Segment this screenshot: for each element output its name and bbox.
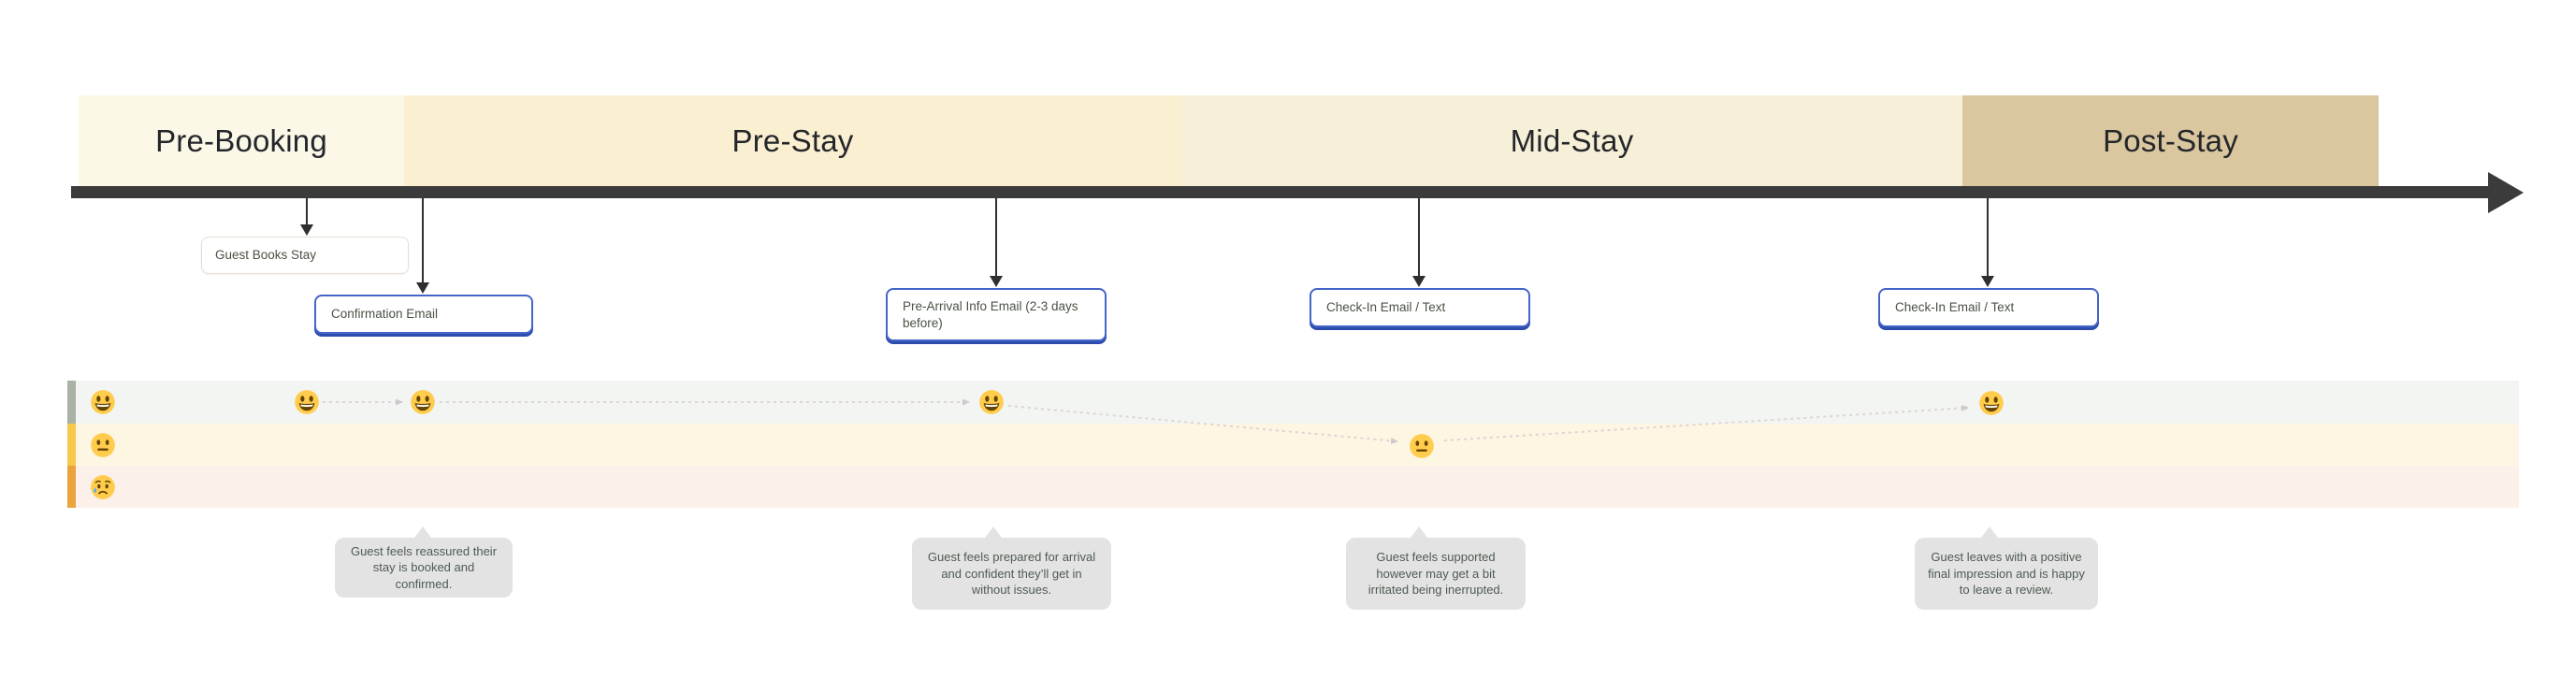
- note-text: Guest leaves with a positive final impre…: [1928, 550, 2085, 598]
- arrow-to-checkin-mid: [1418, 198, 1420, 278]
- emotion-row-neutral: [76, 424, 2519, 466]
- note-mid-stay-sentiment[interactable]: Guest feels supported however may get a …: [1346, 538, 1526, 610]
- arrow-down-icon: [416, 282, 429, 294]
- arrow-down-icon: [990, 276, 1003, 287]
- arrow-down-icon: [1981, 276, 1994, 287]
- touchpoint-label: Guest Books Stay: [215, 248, 317, 263]
- note-text: Guest feels supported however may get a …: [1368, 550, 1504, 598]
- stage-band-pre-booking[interactable]: Pre-Booking: [79, 95, 404, 186]
- note-text: Guest feels reassured their stay is book…: [350, 543, 498, 591]
- note-post-stay-sentiment[interactable]: Guest leaves with a positive final impre…: [1915, 538, 2098, 610]
- note-text: Guest feels prepared for arrival and con…: [927, 550, 1096, 598]
- grinning-face-icon[interactable]: [410, 389, 436, 415]
- arrow-to-confirmation-email: [422, 198, 424, 284]
- touchpoint-checkin-email-mid[interactable]: Check-In Email / Text: [1310, 288, 1530, 327]
- note-pre-booking-sentiment[interactable]: Guest feels reassured their stay is book…: [335, 538, 513, 598]
- touchpoint-confirmation-email[interactable]: Confirmation Email: [314, 295, 533, 334]
- note-tail-icon: [414, 526, 431, 538]
- emotion-row-negative-strip: [67, 466, 76, 508]
- arrow-down-icon: [1412, 276, 1425, 287]
- stage-label: Pre-Booking: [155, 123, 327, 158]
- stage-band-pre-stay[interactable]: Pre-Stay: [404, 95, 1181, 186]
- arrow-to-pre-arrival-email: [995, 198, 997, 278]
- arrow-to-checkin-post: [1987, 198, 1989, 278]
- touchpoint-label: Check-In Email / Text: [1326, 300, 1446, 315]
- emotion-row-positive-strip: [67, 381, 76, 424]
- grinning-face-icon: [90, 389, 116, 415]
- emotion-row-positive: [76, 381, 2519, 424]
- note-tail-icon: [1411, 526, 1427, 538]
- stage-band-post-stay[interactable]: Post-Stay: [1962, 95, 2379, 186]
- note-tail-icon: [1981, 526, 1998, 538]
- note-pre-stay-sentiment[interactable]: Guest feels prepared for arrival and con…: [912, 538, 1111, 610]
- touchpoint-checkin-email-post[interactable]: Check-In Email / Text: [1878, 288, 2099, 327]
- arrow-down-icon: [300, 224, 313, 236]
- touchpoint-label: Pre-Arrival Info Email (2-3 days before): [903, 298, 1078, 330]
- sad-but-relieved-face-icon: [90, 474, 116, 500]
- emotion-row-neutral-strip: [67, 424, 76, 466]
- touchpoint-guest-books-stay[interactable]: Guest Books Stay: [201, 237, 409, 274]
- touchpoint-pre-arrival-email[interactable]: Pre-Arrival Info Email (2-3 days before): [886, 288, 1107, 341]
- neutral-face-icon: [90, 432, 116, 458]
- grinning-face-icon[interactable]: [294, 389, 320, 415]
- neutral-face-icon[interactable]: [1409, 433, 1435, 459]
- stage-label: Post-Stay: [2103, 123, 2238, 158]
- note-tail-icon: [985, 526, 1002, 538]
- grinning-face-icon[interactable]: [978, 389, 1005, 415]
- touchpoint-label: Confirmation Email: [331, 307, 439, 322]
- stage-band-mid-stay[interactable]: Mid-Stay: [1181, 95, 1962, 186]
- stage-label: Mid-Stay: [1510, 123, 1634, 158]
- timeline-arrowhead-icon: [2488, 172, 2524, 213]
- stage-label: Pre-Stay: [731, 123, 854, 158]
- grinning-face-icon[interactable]: [1978, 390, 2004, 416]
- emotion-row-negative: [76, 466, 2519, 508]
- timeline-bar: [71, 186, 2490, 198]
- touchpoint-label: Check-In Email / Text: [1895, 300, 2015, 315]
- arrow-to-guest-books-stay: [306, 198, 308, 226]
